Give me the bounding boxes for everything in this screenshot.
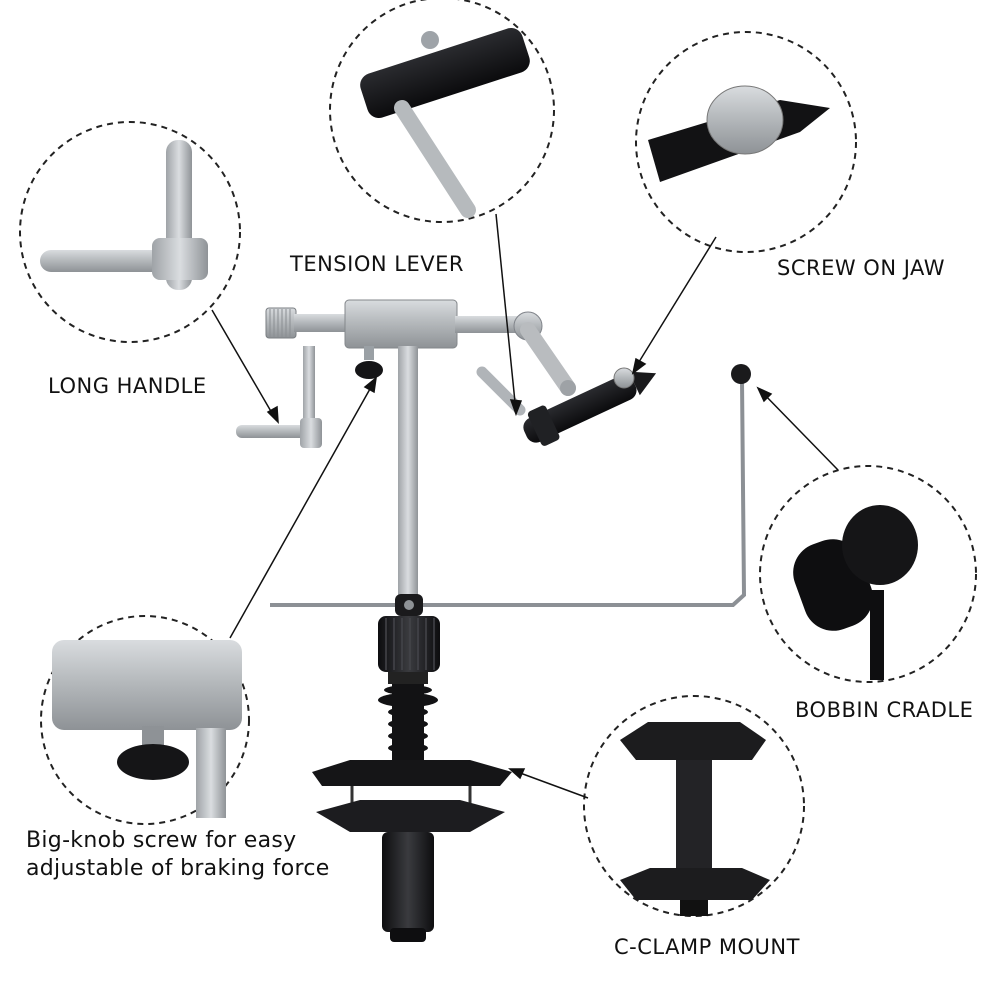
closeup-bobbin-cradle	[793, 505, 918, 680]
closeup-c-clamp	[620, 722, 770, 916]
pointer-bobbin-cradle	[759, 389, 839, 471]
pointer-big-knob	[229, 379, 376, 639]
lower-collar	[378, 616, 440, 672]
horizontal-shaft	[294, 314, 354, 332]
bobbin-cradle-tip	[731, 364, 751, 384]
handle-knob-end	[300, 418, 322, 448]
closeup-long-handle	[40, 140, 208, 290]
rotary-shaft	[455, 316, 527, 333]
label-c-clamp-mount: C-CLAMP MOUNT	[614, 935, 800, 959]
vertical-stem	[398, 346, 418, 596]
pointer-screw-on-jaw	[633, 236, 717, 371]
label-bobbin-cradle: BOBBIN CRADLE	[795, 698, 974, 722]
threaded-post	[378, 684, 438, 764]
handle-arm	[303, 346, 315, 432]
bobbin-cradle-wire	[270, 379, 747, 607]
label-tension-lever: TENSION LEVER	[290, 252, 464, 276]
handle-crossbar	[236, 425, 314, 438]
pointer-c-clamp	[511, 769, 589, 799]
main-body	[344, 299, 458, 349]
label-big-knob-line2: adjustable of braking force	[26, 856, 330, 881]
label-long-handle: LONG HANDLE	[48, 374, 207, 398]
clamp-lower-plate	[316, 800, 505, 832]
closeup-screw-on-jaw	[648, 85, 830, 182]
closeup-big-knob	[52, 640, 242, 818]
label-big-knob-line1: Big-knob screw for easy	[26, 828, 297, 853]
closeup-tension-lever	[360, 27, 530, 218]
pointer-tension-lever	[495, 213, 517, 413]
brake-knob	[355, 361, 383, 379]
callout-long-handle	[19, 121, 241, 343]
clamp-upper-plate	[312, 760, 512, 786]
label-screw-on-jaw: SCREW ON JAW	[777, 256, 946, 280]
pointer-long-handle	[211, 309, 277, 421]
clamp-screw	[382, 832, 434, 932]
jaw-assembly	[523, 371, 657, 446]
label-big-knob-screw: Big-knob screw for easy adjustable of br…	[26, 827, 330, 883]
vise-assembly	[236, 299, 751, 942]
